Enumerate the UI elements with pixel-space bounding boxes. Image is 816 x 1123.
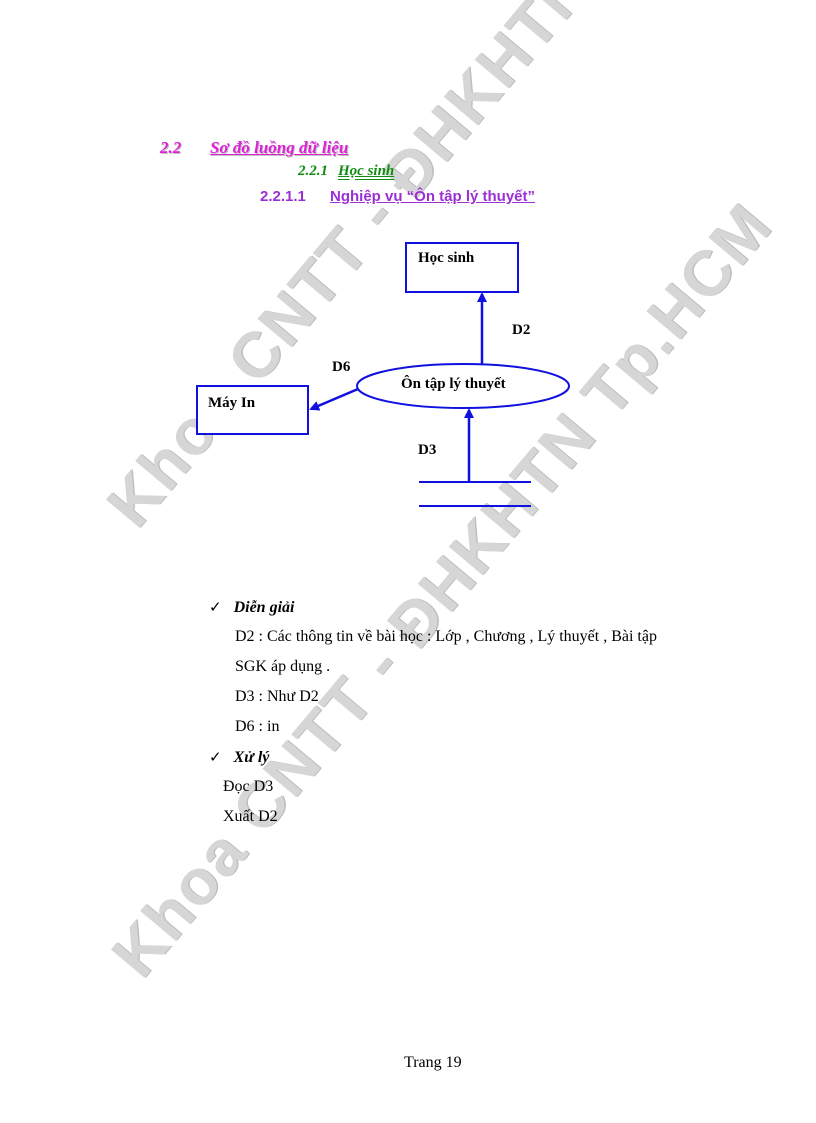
d6-flow-arrow (309, 387, 359, 411)
heading-number: 2.2.1.1 (260, 188, 306, 205)
heading-title: Nghiệp vụ “Ôn tập lý thuyết” (330, 188, 536, 205)
explanation-line-d2-cont: SGK áp dụng . (235, 658, 331, 675)
student-entity-box (405, 242, 519, 293)
explanation-line-d3: D3 : Như D2 (235, 688, 319, 705)
student-entity-label: Học sinh (418, 250, 475, 266)
processing-line-read: Đọc D3 (223, 778, 274, 795)
heading-section-2-2-1-1: 2.2.1.1 Nghiệp vụ “Ôn tập lý thuyết” (260, 188, 535, 205)
process-label: Ôn tập lý thuyết (401, 376, 506, 392)
checkmark-icon: ✓ (209, 600, 222, 616)
heading-number: 2.2.1 (298, 163, 328, 179)
explanation-line-d2: D2 : Các thông tin về bài học : Lớp , Ch… (235, 628, 657, 645)
d3-flow-label: D3 (418, 442, 437, 458)
heading-section-2-2-1: 2.2.1 Học sinh (298, 163, 394, 180)
printer-entity-box (196, 385, 309, 435)
explanation-line-d6: D6 : in (235, 718, 280, 735)
explanation-heading: ✓ Diễn giải (209, 598, 294, 617)
processing-heading: ✓ Xử lý (209, 748, 269, 767)
processing-title: Xử lý (233, 749, 270, 766)
page-number: Trang 19 (404, 1054, 462, 1071)
checkmark-icon: ✓ (209, 750, 222, 766)
d2-flow-label: D2 (512, 322, 531, 338)
process-ellipse (356, 363, 570, 409)
printer-entity-label: Máy In (208, 395, 256, 411)
d6-flow-label: D6 (332, 359, 351, 375)
processing-line-output: Xuất D2 (223, 808, 278, 825)
heading-number: 2.2 (160, 138, 182, 157)
heading-title: Học sinh (338, 163, 395, 179)
heading-section-2-2: 2.2 Sơ đồ luồng dữ liệu (160, 138, 348, 158)
explanation-title: Diễn giải (233, 599, 295, 616)
heading-title: Sơ đồ luồng dữ liệu (210, 138, 349, 157)
